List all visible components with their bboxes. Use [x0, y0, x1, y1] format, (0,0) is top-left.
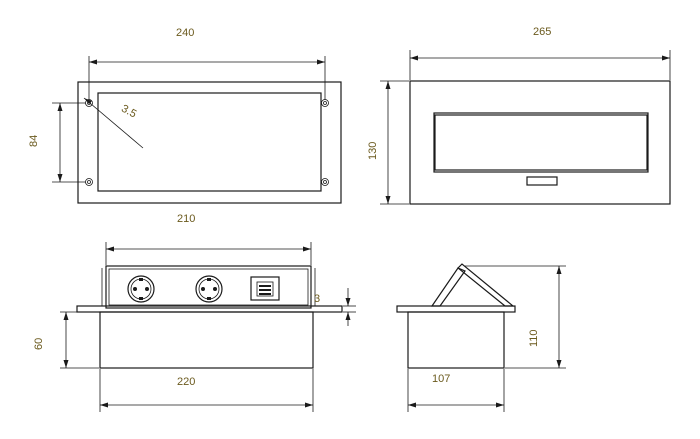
body-housing: [99, 311, 314, 369]
top-width-label: 240: [176, 27, 194, 39]
front-view-frame: [409, 80, 671, 205]
lid-flange: [76, 305, 343, 313]
body-width-label: 220: [177, 376, 195, 388]
side-lid-right-leaf: [457, 263, 515, 307]
mounting-hole-bottom-left: [85, 178, 93, 186]
power-socket-2: [195, 275, 223, 303]
top-view: 3.5 240 84 210: [28, 27, 342, 225]
side-height-label: 110: [528, 329, 540, 347]
side-view: 110 107: [396, 263, 566, 412]
front-view-window-outline: [433, 112, 649, 173]
mounting-hole-top-right: [321, 99, 329, 107]
inner-width-label: 210: [177, 213, 195, 225]
socket-module-face: [108, 268, 309, 306]
front-height-label: 130: [367, 142, 379, 160]
mounting-hole-bottom-right: [321, 178, 329, 186]
body-height-label: 60: [33, 338, 45, 350]
socket-module: [105, 265, 312, 309]
hole-leader-line: [83, 97, 144, 149]
side-lid-left-leaf: [430, 267, 466, 307]
top-view-inner-panel: [97, 92, 322, 192]
hole-diameter-label: 3.5: [119, 103, 138, 121]
front-width-label: 265: [533, 26, 551, 38]
data-port: [250, 276, 280, 301]
front-view-latch: [526, 176, 558, 186]
side-body: [407, 311, 505, 369]
side-width-label: 107: [432, 373, 450, 385]
top-view-frame: [77, 81, 342, 204]
hole-leader-arrow: [84, 98, 92, 104]
top-height-label: 84: [28, 135, 40, 147]
power-socket-1: [127, 275, 155, 303]
front-view: 265 130: [367, 26, 671, 205]
elevation-view: 3 60 220: [33, 242, 356, 412]
front-view-window: [434, 114, 648, 171]
side-lid-flange: [396, 305, 516, 313]
lid-thickness-label: 3: [314, 293, 320, 305]
